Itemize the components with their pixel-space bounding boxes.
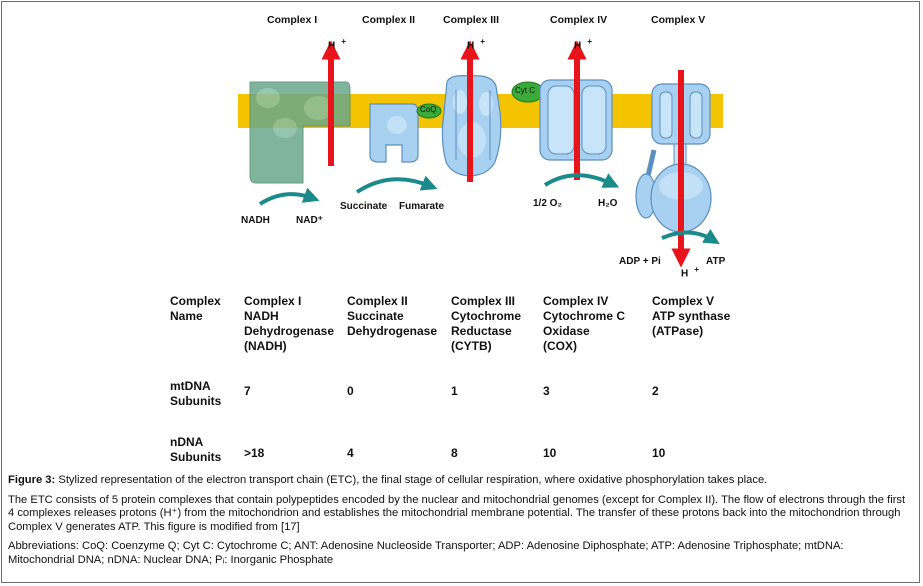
mtdna-complex-i: 7 [244, 384, 251, 398]
header-complex-ii: Complex II [362, 14, 416, 26]
reaction-arrow-nadh [258, 187, 320, 206]
row-label-mtdna: mtDNA Subunits [170, 379, 222, 408]
header-complex-v: Complex V [651, 14, 706, 26]
complex-i-shape [249, 81, 351, 184]
col-name-complex-i: Complex I NADH Dehydrogenase (NADH) [244, 294, 335, 353]
label-adp: ADP + Pi [619, 256, 661, 267]
figure-text: Stylized representation of the electron … [55, 474, 768, 486]
row-label-ndna: nDNA Subunits [170, 435, 222, 464]
header-complex-iv: Complex IV [550, 14, 608, 26]
label-atp: ATP [706, 256, 726, 267]
col-name-complex-iv: Complex IV Cytochrome C Oxidase (COX) [543, 294, 626, 353]
label-oxygen: 1/2 O₂ [533, 198, 562, 209]
mtdna-complex-v: 2 [652, 384, 659, 398]
col-name-complex-iii: Complex III Cytochrome Reductase (CYTB) [451, 294, 522, 353]
ndna-complex-iv: 10 [543, 446, 557, 460]
proton-label-3: H+ [467, 36, 486, 52]
proton-label-1: H+ [328, 36, 347, 52]
ndna-complex-v: 10 [652, 446, 666, 460]
ndna-complex-ii: 4 [347, 446, 354, 460]
reaction-arrow-succinate [355, 175, 438, 194]
complex-ii-shape [369, 103, 419, 163]
label-fumarate: Fumarate [399, 201, 445, 212]
mtdna-complex-iii: 1 [451, 384, 458, 398]
label-nadh: NADH [241, 215, 270, 226]
header-complex-iii: Complex III [443, 14, 500, 26]
caption-abbreviations: Abbreviations: CoQ: Coenzyme Q; Cyt C: C… [8, 540, 844, 566]
row-label-complex-name: Complex Name [170, 294, 221, 323]
caption-figure-line: Figure 3: Stylized representation of the… [8, 474, 912, 488]
mtdna-complex-iv: 3 [543, 384, 550, 398]
label-succinate: Succinate [340, 201, 388, 212]
ndna-complex-iii: 8 [451, 446, 458, 460]
figure-caption: Figure 3: Stylized representation of the… [8, 474, 912, 573]
col-name-complex-v: Complex V ATP synthase (ATPase) [652, 294, 731, 338]
figure-label: Figure 3: [8, 474, 56, 486]
reaction-arrow-atp [661, 229, 720, 245]
coq-label: CoQ [420, 105, 437, 114]
proton-label-4: H+ [574, 36, 593, 52]
label-nad: NAD⁺ [296, 215, 323, 226]
proton-label-5: H+ [681, 264, 700, 280]
cytc-label: Cyt C [515, 86, 535, 95]
mtdna-complex-ii: 0 [347, 384, 354, 398]
etc-diagram [238, 40, 723, 268]
reaction-arrow-oxygen [543, 173, 620, 188]
caption-description: The ETC consists of 5 protein complexes … [8, 493, 906, 533]
label-water: H₂O [598, 198, 618, 209]
col-name-complex-ii: Complex II Succinate Dehydrogenase [347, 294, 438, 338]
coq-molecule [416, 103, 442, 119]
ndna-complex-i: >18 [244, 446, 265, 460]
header-complex-i: Complex I [267, 14, 318, 26]
